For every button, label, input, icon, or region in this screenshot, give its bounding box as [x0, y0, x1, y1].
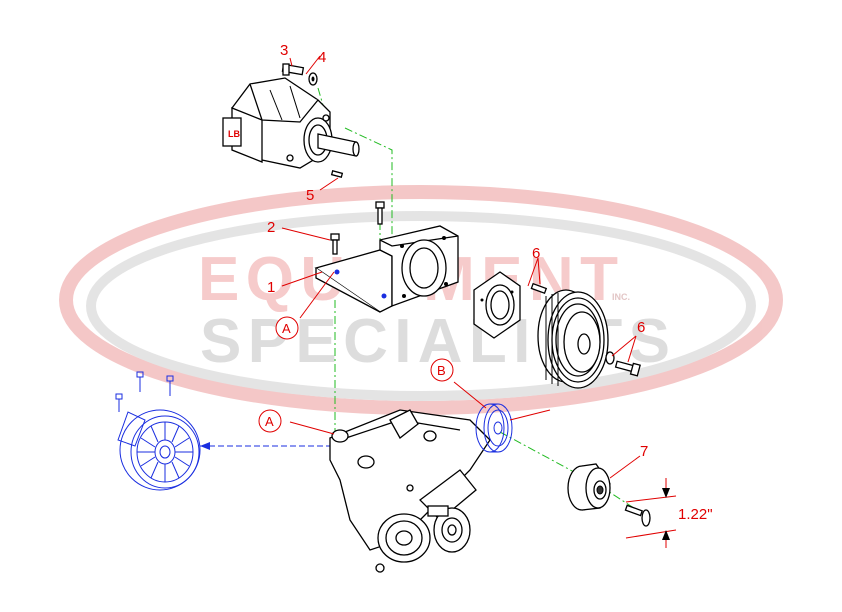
hydraulic-pump: LB: [222, 77, 360, 169]
callout-7: 7: [640, 443, 648, 460]
idler-pulley-7: [567, 463, 611, 511]
dimension-1-22: 1.22": [625, 478, 713, 548]
washer-4: [308, 72, 318, 86]
detail-marker-b: B: [430, 358, 454, 382]
callout-leaders: [281, 55, 641, 479]
pump-badge: LB: [228, 129, 240, 139]
tensioner-pulley-blue: [475, 403, 513, 453]
callout-2: 2: [267, 219, 275, 236]
callout-labels: 1 2 3 4 5 6 6 7: [267, 42, 648, 460]
bolts-blue: [115, 371, 174, 412]
washer-6b: [605, 351, 615, 365]
callout-6-upper: 6: [532, 245, 540, 262]
svg-text:A: A: [265, 414, 274, 429]
detail-markers: A A B: [258, 316, 454, 433]
bolt-3: [281, 63, 305, 76]
detail-marker-a-lower: A: [258, 409, 282, 433]
adapter-plate: [473, 271, 521, 339]
svg-text:B: B: [437, 363, 446, 378]
shoulder-bolt: [624, 504, 651, 527]
svg-text:A: A: [282, 321, 291, 336]
callout-1: 1: [267, 279, 275, 296]
engine-bracket: [329, 409, 491, 573]
bolt-6a: [530, 282, 548, 295]
callout-4: 4: [318, 49, 326, 66]
blue-arrowhead: [200, 442, 210, 450]
callout-6-lower: 6: [637, 319, 645, 336]
callout-5: 5: [306, 187, 314, 204]
callout-3-label: 3: [280, 42, 288, 59]
bolt-upper: [375, 201, 385, 225]
bolt-6b: [614, 360, 641, 377]
detail-marker-a-upper: A: [275, 316, 299, 340]
idler-pulley-blue: [117, 409, 201, 491]
pump-bracket: [314, 225, 459, 313]
bolt-2: [330, 233, 340, 255]
drive-pulley: [537, 289, 609, 389]
dimension-value: 1.22": [678, 506, 713, 523]
watermark-suffix: INC.: [612, 292, 630, 302]
key-5: [330, 169, 344, 179]
